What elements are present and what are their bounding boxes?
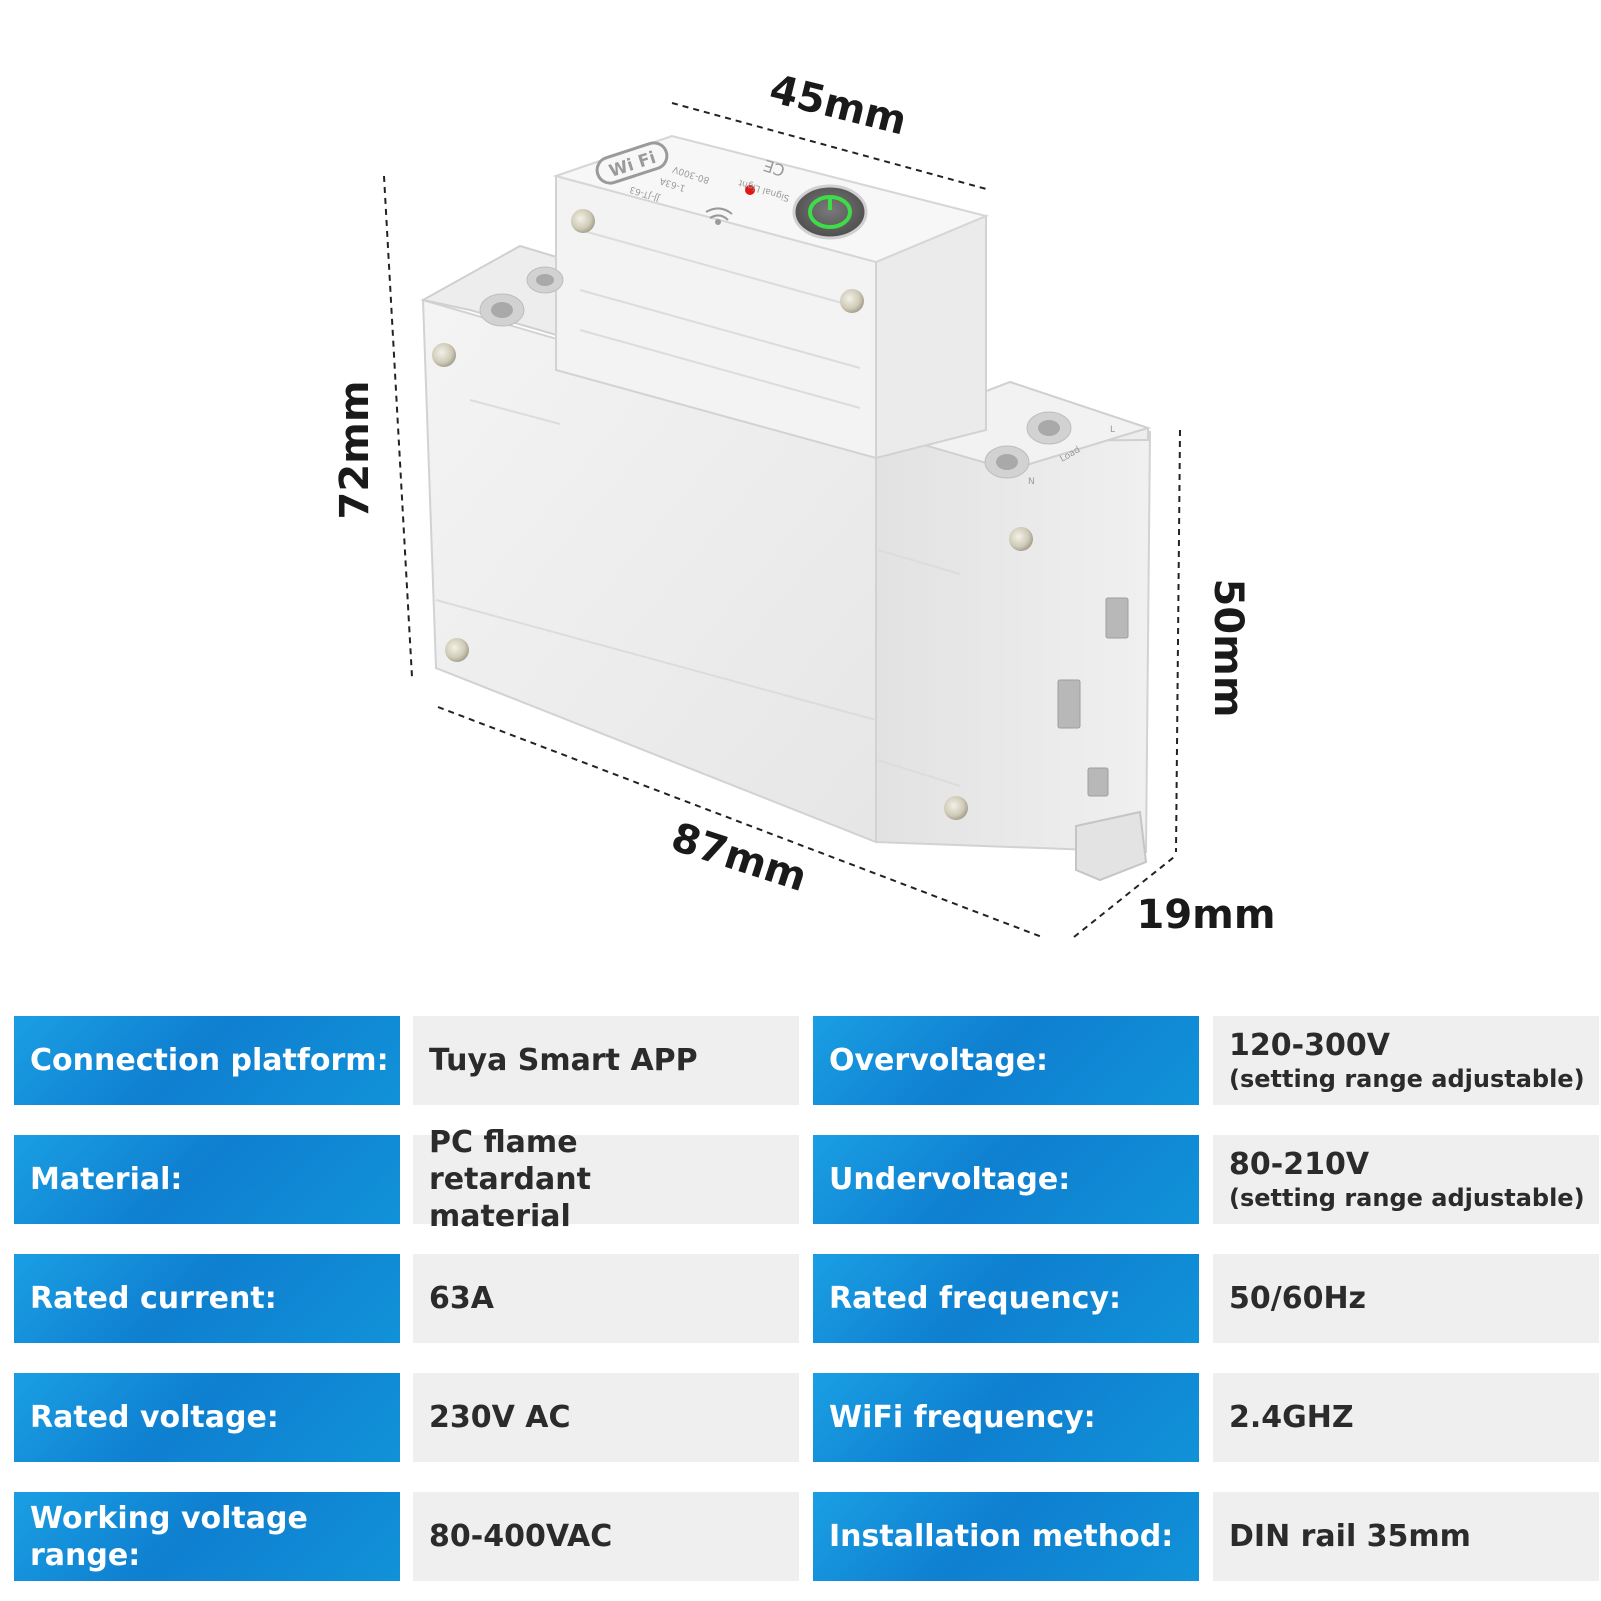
spec-label-text: Material: bbox=[30, 1162, 183, 1197]
terminal-label-n: N bbox=[1028, 477, 1035, 487]
dimension-width-top: 45mm bbox=[765, 66, 911, 144]
spec-value-text: 120-300V bbox=[1229, 1028, 1390, 1063]
spec-value-note: (setting range adjustable) bbox=[1229, 1184, 1585, 1212]
product-illustration: 45mm 72mm 50mm 87mm 19mm bbox=[332, 66, 1276, 938]
vent-slots bbox=[1057, 597, 1129, 797]
wifi-signal-icon bbox=[705, 207, 733, 225]
terminal-screws-right bbox=[984, 411, 1072, 479]
dimension-length: 87mm bbox=[666, 814, 812, 901]
spec-value-material: PC flame retardant material bbox=[413, 1125, 799, 1234]
spec-value-rated-current: 63A bbox=[413, 1254, 799, 1343]
spec-label-undervoltage: Undervoltage: bbox=[813, 1135, 1199, 1224]
terminal-label-l: L bbox=[1110, 425, 1115, 435]
spec-value-overvoltage: 120-300V(setting range adjustable) bbox=[1213, 1016, 1599, 1105]
spec-value-text: 80-400VAC bbox=[429, 1519, 613, 1554]
spec-label-rated-voltage: Rated voltage: bbox=[14, 1373, 400, 1462]
spec-value-note: (setting range adjustable) bbox=[1229, 1065, 1585, 1093]
spec-label-text: Undervoltage: bbox=[829, 1162, 1071, 1197]
spec-label-text: Installation method: bbox=[829, 1519, 1174, 1554]
spec-value-text: 50/60Hz bbox=[1229, 1281, 1367, 1316]
spec-value-text: DIN rail 35mm bbox=[1229, 1519, 1471, 1554]
dimension-height-side: 50mm bbox=[1205, 578, 1251, 717]
spec-label-material: Material: bbox=[14, 1135, 400, 1224]
spec-value-text: 230V AC bbox=[429, 1400, 571, 1435]
spec-value-text: 2.4GHZ bbox=[1229, 1400, 1354, 1435]
spec-label-installation-method: Installation method: bbox=[813, 1492, 1199, 1581]
terminal-screws-left bbox=[479, 266, 564, 327]
dimension-height-full: 72mm bbox=[332, 380, 378, 519]
dimension-lines bbox=[383, 102, 1181, 938]
spec-label-connection-platform: Connection platform: bbox=[14, 1016, 400, 1105]
dimension-depth: 19mm bbox=[1136, 892, 1275, 938]
spec-value-text: Tuya Smart APP bbox=[429, 1043, 698, 1078]
signal-indicator-led bbox=[745, 185, 755, 195]
spec-value-text: 63A bbox=[429, 1281, 494, 1316]
spec-label-rated-frequency: Rated frequency: bbox=[813, 1254, 1199, 1343]
spec-value-rated-voltage: 230V AC bbox=[413, 1373, 799, 1462]
spec-label-text: WiFi frequency: bbox=[829, 1400, 1096, 1435]
housing-screws bbox=[432, 209, 1033, 820]
spec-value-text: PC flame retardant material bbox=[429, 1125, 591, 1234]
spec-value-text: 80-210V bbox=[1229, 1147, 1370, 1182]
spec-value-wifi-frequency: 2.4GHZ bbox=[1213, 1373, 1599, 1462]
power-button[interactable] bbox=[792, 184, 868, 240]
spec-label-rated-current: Rated current: bbox=[14, 1254, 400, 1343]
spec-value-installation-method: DIN rail 35mm bbox=[1213, 1492, 1599, 1581]
spec-label-text: Working voltage range: bbox=[30, 1500, 308, 1573]
spec-value-undervoltage: 80-210V(setting range adjustable) bbox=[1213, 1135, 1599, 1224]
spec-label-text: Rated voltage: bbox=[30, 1400, 279, 1435]
spec-label-text: Overvoltage: bbox=[829, 1043, 1049, 1078]
spec-label-wifi-frequency: WiFi frequency: bbox=[813, 1373, 1199, 1462]
spec-value-connection-platform: Tuya Smart APP bbox=[413, 1016, 799, 1105]
spec-value-rated-frequency: 50/60Hz bbox=[1213, 1254, 1599, 1343]
spec-label-overvoltage: Overvoltage: bbox=[813, 1016, 1199, 1105]
spec-value-working-voltage-range: 80-400VAC bbox=[413, 1492, 799, 1581]
spec-label-text: Connection platform: bbox=[30, 1043, 389, 1078]
din-rail-switch: L N Load Wi Fi JJ-JT-63 1-63A 80-300V C bbox=[420, 134, 1152, 882]
spec-label-working-voltage-range: Working voltage range: bbox=[14, 1492, 400, 1581]
spec-label-text: Rated frequency: bbox=[829, 1281, 1122, 1316]
spec-label-text: Rated current: bbox=[30, 1281, 277, 1316]
